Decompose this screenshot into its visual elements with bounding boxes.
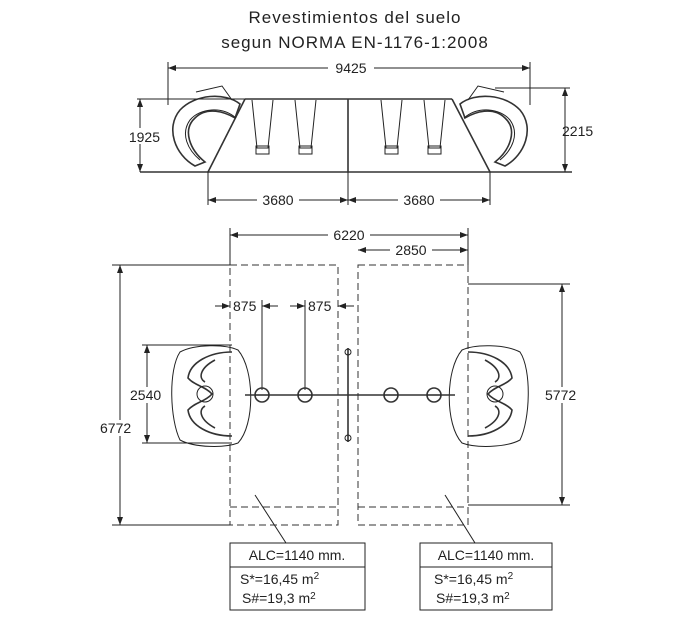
dim-zone-half: 2850 bbox=[395, 242, 426, 258]
dim-zone-depth: 5772 bbox=[545, 387, 576, 403]
elevation-view: 9425 1925 2215 3680 3680 bbox=[125, 60, 593, 208]
dim-slide-width: 2540 bbox=[130, 387, 161, 403]
s-hash-value: S#=19,3 m2 bbox=[436, 590, 510, 606]
s-star-value: S*=16,45 m2 bbox=[434, 571, 514, 587]
dim-total-depth: 6772 bbox=[100, 420, 131, 436]
s-star-value: S*=16,45 m2 bbox=[240, 571, 320, 587]
dim-span-right: 3680 bbox=[403, 192, 434, 208]
dim-swing-offset-2: 875 bbox=[308, 298, 332, 314]
dim-left-height: 1925 bbox=[129, 129, 160, 145]
dim-right-height: 2215 bbox=[562, 123, 593, 139]
plan-view: 6220 2850 875 875 2540 6772 bbox=[98, 227, 588, 544]
dim-span-left: 3680 bbox=[262, 192, 293, 208]
alc-value: ALC=1140 mm. bbox=[249, 547, 346, 563]
title-line-2: segun NORMA EN-1176-1:2008 bbox=[221, 33, 489, 52]
dim-zone-width: 6220 bbox=[333, 227, 364, 243]
dim-total-width: 9425 bbox=[335, 60, 366, 76]
s-hash-value: S#=19,3 m2 bbox=[242, 590, 316, 606]
dim-swing-offset-1: 875 bbox=[233, 298, 257, 314]
surface-table-right: ALC=1140 mm. S*=16,45 m2 S#=19,3 m2 bbox=[419, 542, 553, 611]
title-line-1: Revestimientos del suelo bbox=[249, 8, 462, 27]
alc-value: ALC=1140 mm. bbox=[438, 547, 535, 563]
surface-table-left: ALC=1140 mm. S*=16,45 m2 S#=19,3 m2 bbox=[229, 542, 366, 611]
